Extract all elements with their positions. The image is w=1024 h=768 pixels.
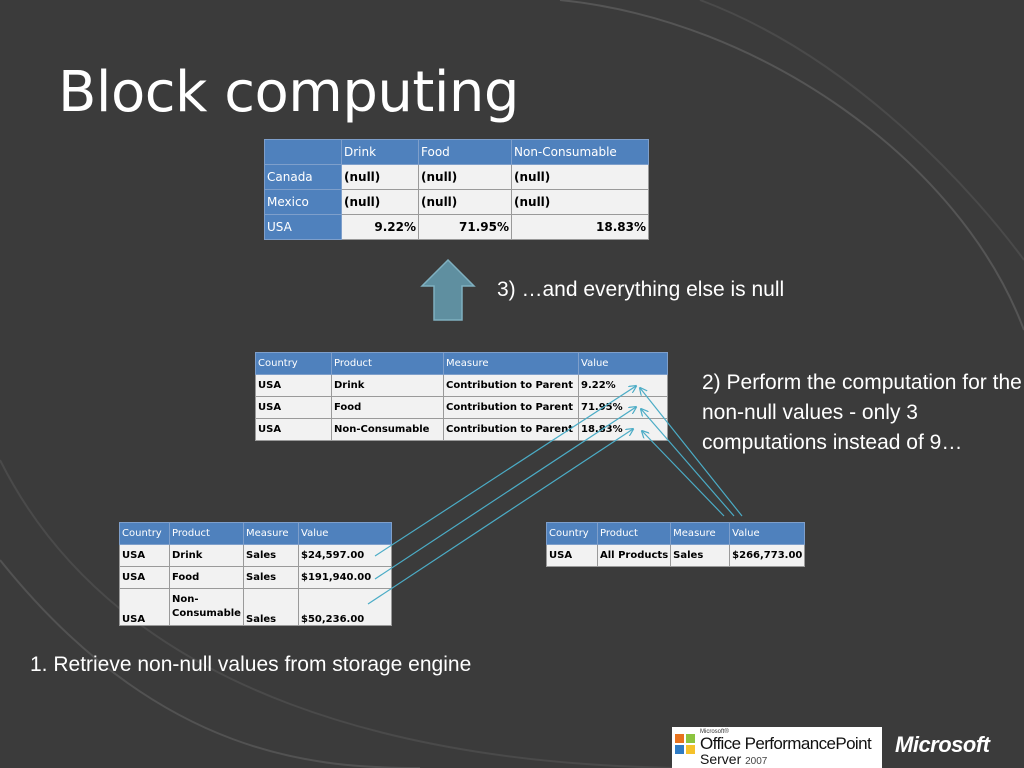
table-row: USA Food Sales $191,940.00 (119, 566, 392, 589)
table-cell: Contribution to Parent (443, 418, 579, 441)
table-row: USA Food Contribution to Parent 71.95% (255, 396, 668, 419)
table-row: USA Drink Contribution to Parent 9.22% (255, 374, 668, 397)
logo-microsoft-small: Microsoft® (700, 729, 729, 735)
table-cell: Sales (243, 588, 299, 626)
table-cell: (null) (511, 164, 649, 190)
step-1-note: 1. Retrieve non-null values from storage… (30, 653, 472, 676)
table-cell: $191,940.00 (298, 566, 392, 589)
header-cell: Product (169, 522, 244, 545)
step-3-note: 3) …and everything else is null (497, 278, 785, 301)
table-cell: 9.22% (341, 214, 419, 240)
table-cell: Contribution to Parent (443, 396, 579, 419)
table-cell: Food (169, 566, 244, 589)
table-cell: Non-Consumable (169, 588, 244, 626)
step-2-note: 2) Perform the computation for the non-n… (702, 371, 1022, 454)
table-row: USA Drink Sales $24,597.00 (119, 544, 392, 567)
row-header: Mexico (264, 189, 342, 215)
table-cell: 18.83% (511, 214, 649, 240)
table-cell: Sales (670, 544, 731, 567)
header-cell: Value (729, 522, 806, 545)
office-performancepoint-logo: Microsoft® Office PerformancePoint Serve… (672, 727, 882, 768)
slide-title: Block computing (58, 60, 519, 125)
table-cell: 18.83% (578, 418, 668, 441)
table-cell: Contribution to Parent (443, 374, 579, 397)
logo-server-text: Server (700, 751, 742, 767)
microsoft-brand: Microsoft (895, 732, 990, 757)
table-cell: (null) (511, 189, 649, 215)
header-cell: Product (331, 352, 444, 375)
header-cell: Country (255, 352, 332, 375)
table-header-row: Country Product Measure Value (119, 522, 392, 545)
logo-product-name: Office PerformancePoint (700, 734, 872, 753)
table-cell: 71.95% (578, 396, 668, 419)
header-cell: Value (578, 352, 668, 375)
logo-product-server: Server 2007 (700, 751, 767, 767)
all-products-table: Country Product Measure Value USA All Pr… (546, 522, 806, 567)
header-cell: Country (546, 522, 598, 545)
table-cell: USA (546, 544, 598, 567)
header-cell: Food (418, 139, 512, 165)
logo-year: 2007 (745, 756, 768, 767)
table-cell: Drink (169, 544, 244, 567)
table-cell: USA (119, 588, 170, 626)
table-cell: $266,773.00 (729, 544, 806, 567)
table-row: Mexico (null) (null) (null) (264, 189, 649, 215)
table-cell: $24,597.00 (298, 544, 392, 567)
table-cell: Non-Consumable (331, 418, 444, 441)
table-cell: Food (331, 396, 444, 419)
header-cell: Value (298, 522, 392, 545)
table-cell: All Products (596, 544, 672, 567)
table-cell: 71.95% (418, 214, 512, 240)
up-arrow-icon (420, 258, 476, 321)
table-row: Canada (null) (null) (null) (264, 164, 649, 190)
table-cell: Sales (243, 544, 299, 567)
table-header-row: Country Product Measure Value (546, 522, 806, 545)
header-cell: Measure (443, 352, 579, 375)
office-logo-icon (675, 734, 695, 754)
table-cell: Sales (243, 566, 299, 589)
row-header: USA (264, 214, 342, 240)
table-row: USA Non-Consumable Contribution to Paren… (255, 418, 668, 441)
table-row: USA 9.22% 71.95% 18.83% (264, 214, 649, 240)
table-cell: (null) (341, 189, 419, 215)
header-cell: Drink (341, 139, 419, 165)
sales-table: Country Product Measure Value USA Drink … (119, 522, 392, 626)
table-cell: USA (255, 374, 332, 397)
table-cell: (null) (341, 164, 419, 190)
header-cell: Measure (670, 522, 731, 545)
table-cell: 9.22% (578, 374, 668, 397)
table-header-row: Country Product Measure Value (255, 352, 668, 375)
pivot-result-table: Drink Food Non-Consumable Canada (null) … (264, 139, 649, 240)
header-cell: Measure (243, 522, 299, 545)
table-row: USA Non-Consumable Sales $50,236.00 (119, 588, 392, 626)
table-cell: USA (255, 418, 332, 441)
contribution-table: Country Product Measure Value USA Drink … (255, 352, 668, 441)
header-cell: Non-Consumable (511, 139, 649, 165)
header-cell: Country (119, 522, 170, 545)
header-cell: Product (596, 522, 672, 545)
table-cell: Drink (331, 374, 444, 397)
table-cell: (null) (418, 189, 512, 215)
table-cell: USA (119, 566, 170, 589)
table-cell: USA (119, 544, 170, 567)
table-cell: $50,236.00 (298, 588, 392, 626)
table-cell: (null) (418, 164, 512, 190)
table-row: USA All Products Sales $266,773.00 (546, 544, 806, 567)
header-cell (264, 139, 342, 165)
table-header-row: Drink Food Non-Consumable (264, 139, 649, 165)
table-cell: USA (255, 396, 332, 419)
row-header: Canada (264, 164, 342, 190)
